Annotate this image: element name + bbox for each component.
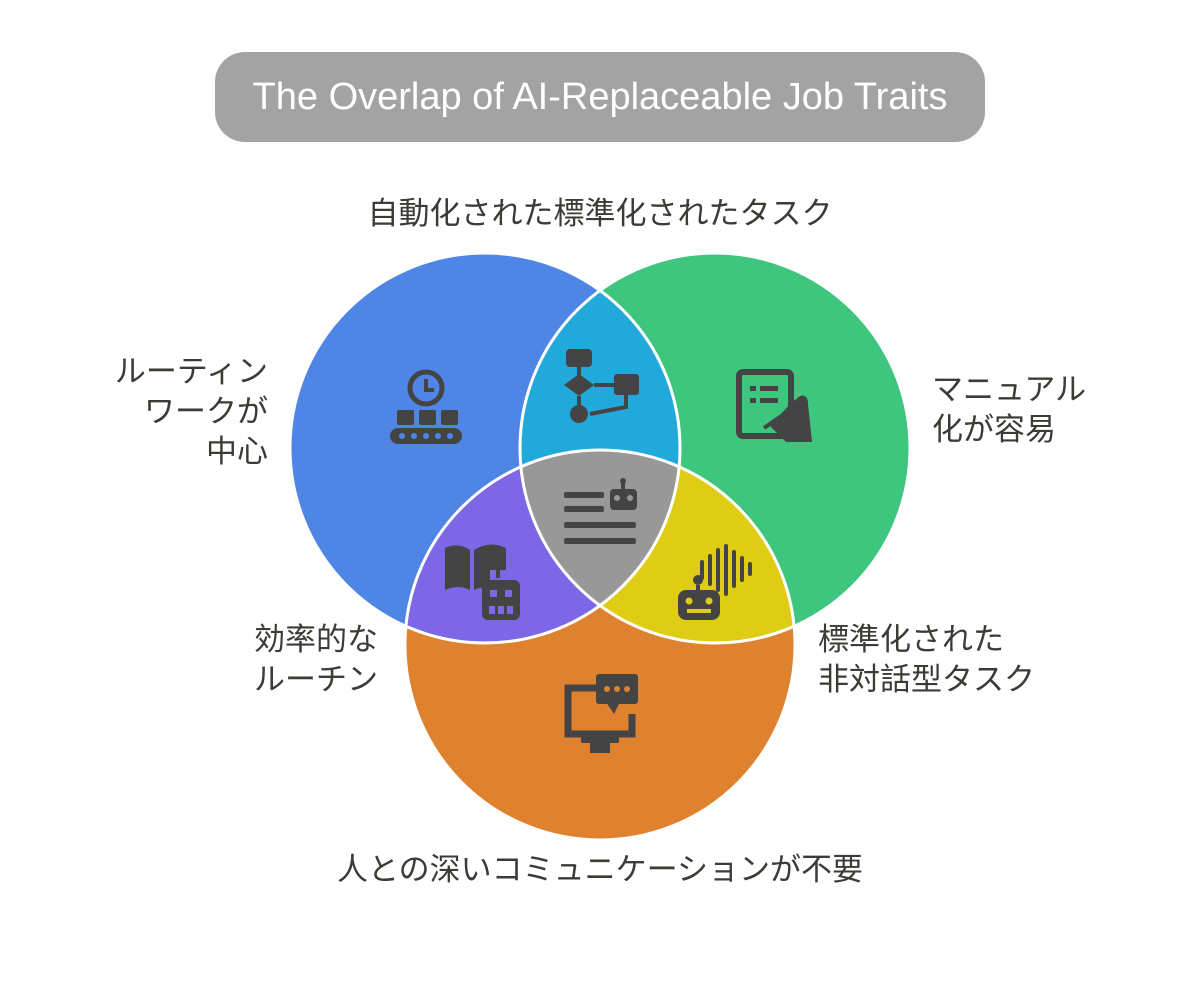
label-left-top-line2: ワークが [144,394,268,430]
label-right-bottom-line1: 標準化された [818,622,1004,658]
voice-robot-icon [678,544,752,620]
monitor-chat-icon [564,674,638,753]
label-left-top-line3: 中心 [206,434,268,470]
region-green-orange [520,450,795,643]
label-right-bottom-line2: 非対話型タスク [818,662,1035,698]
label-top: 自動化された標準化されたタスク [300,194,900,234]
flowchart-icon [564,349,639,423]
robot-document-icon [564,478,637,544]
label-right-top-line1: マニュアル [932,372,1087,408]
label-bottom-text: 人との深いコミュニケーションが不要 [336,852,864,888]
label-left-bottom-line1: 効率的な [254,622,378,658]
manual-writing-icon [736,369,812,442]
title-banner: The Overlap of AI-Replaceable Job Traits [215,52,985,142]
label-left-top: ルーティン ワークが 中心 [60,352,268,472]
label-right-top: マニュアル 化が容易 [932,370,1152,450]
label-right-top-line2: 化が容易 [932,412,1056,448]
label-right-bottom: 標準化された 非対話型タスク [818,620,1058,700]
label-left-top-line1: ルーティン [114,354,268,390]
label-left-bottom-line2: ルーチン [254,662,378,698]
label-left-bottom: 効率的な ルーチン [254,620,414,700]
label-top-text: 自動化された標準化されたタスク [367,196,833,232]
label-bottom: 人との深いコミュニケーションが不要 [300,850,900,890]
diagram-title: The Overlap of AI-Replaceable Job Traits [252,75,948,118]
clock-conveyor-icon [390,369,462,444]
book-robot-icon [445,544,520,620]
